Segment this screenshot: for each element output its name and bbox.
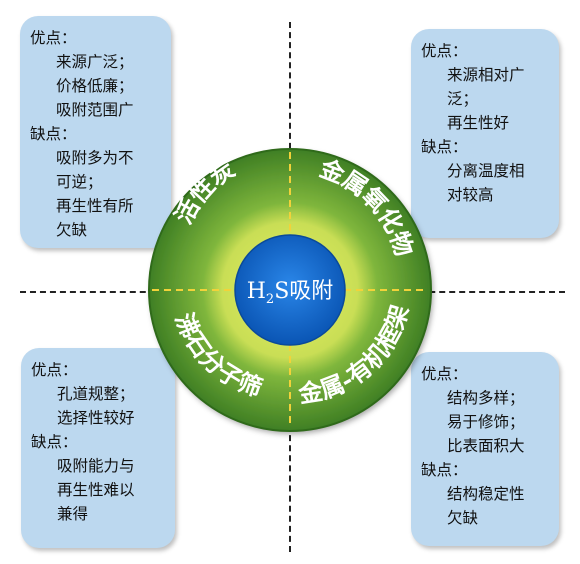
cons-label: 缺点： <box>31 433 78 451</box>
cons-item: 欠缺 <box>447 509 479 527</box>
cons-item: 结构稳定性 <box>447 485 525 503</box>
center-label: H2S吸附 <box>247 279 334 307</box>
pros-item: 选择性较好 <box>57 409 135 427</box>
cons-item: 再生性有所 <box>56 197 134 215</box>
pros-item: 价格低廉； <box>56 77 134 95</box>
pros-label: 优点： <box>31 361 78 379</box>
pros-item: 吸附范围广 <box>56 101 134 119</box>
cons-label: 缺点： <box>421 138 468 156</box>
box-metal-oxide: 优点： 来源相对广 泛； 再生性好 缺点： 分离温度相 对较高 <box>411 29 559 238</box>
cons-item: 对较高 <box>447 186 494 204</box>
pros-item: 比表面积大 <box>447 437 525 455</box>
box-activated-carbon: 优点： 来源广泛； 价格低廉； 吸附范围广 缺点： 吸附多为不 可逆； 再生性有… <box>20 16 171 248</box>
core-circle <box>234 234 346 346</box>
pros-item: 孔道规整； <box>57 385 135 403</box>
cons-item: 分离温度相 <box>447 162 525 180</box>
pros-item: 结构多样； <box>447 389 525 407</box>
pros-item: 来源相对广 <box>447 66 525 84</box>
pros-label: 优点： <box>421 42 468 60</box>
pros-item: 易于修饰； <box>447 413 525 431</box>
cons-label: 缺点： <box>421 461 468 479</box>
cons-item: 可逆； <box>56 173 103 191</box>
cons-label: 缺点： <box>30 125 77 143</box>
cons-item: 吸附多为不 <box>56 149 134 167</box>
cons-item: 兼得 <box>57 505 89 523</box>
cons-item: 吸附能力与 <box>57 457 135 475</box>
outer-ring-border <box>148 148 432 432</box>
pros-label: 优点： <box>421 365 468 383</box>
box-mof: 优点： 结构多样； 易于修饰； 比表面积大 缺点： 结构稳定性 欠缺 <box>411 352 559 546</box>
pros-item: 来源广泛； <box>56 53 134 71</box>
pros-label: 优点： <box>30 29 77 47</box>
pros-item: 泛； <box>447 90 479 108</box>
box-molecular-sieve: 优点： 孔道规整； 选择性较好 缺点： 吸附能力与 再生性难以 兼得 <box>21 348 175 548</box>
cons-item: 再生性难以 <box>57 481 135 499</box>
pros-item: 再生性好 <box>447 114 510 132</box>
cons-item: 欠缺 <box>56 221 88 239</box>
